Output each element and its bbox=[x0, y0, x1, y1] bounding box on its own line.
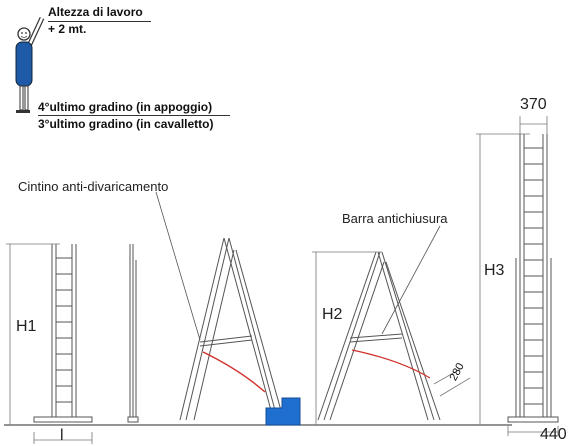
width-370-label: 370 bbox=[520, 96, 547, 113]
ladder-h1 bbox=[33, 244, 93, 423]
plus-two-label: + 2 mt. bbox=[48, 22, 87, 36]
h3-label: H3 bbox=[484, 262, 505, 279]
ladder-a-frame-bar bbox=[317, 251, 441, 421]
bar-label: Barra antichiusura bbox=[342, 211, 448, 226]
width-440-label: 440 bbox=[540, 426, 567, 443]
ladder-h3 bbox=[507, 134, 559, 423]
belt-label: Cintino anti-divaricamento bbox=[18, 179, 169, 194]
h1-label: H1 bbox=[16, 318, 37, 335]
ladder-a-frame-belt bbox=[179, 237, 283, 421]
person-icon bbox=[15, 16, 45, 113]
last-step-4-label: 4°ultimo gradino (in appoggio) bbox=[38, 100, 213, 114]
last-step-underline bbox=[38, 115, 230, 116]
l-label: l bbox=[60, 427, 64, 444]
ladder-side bbox=[127, 244, 139, 423]
last-step-3-label: 3°ultimo gradino (in cavalletto) bbox=[38, 117, 214, 131]
working-height-underline bbox=[48, 21, 151, 22]
working-height-label: Altezza di lavoro bbox=[48, 5, 143, 19]
h2-label: H2 bbox=[322, 306, 343, 323]
blue-block bbox=[265, 397, 301, 426]
